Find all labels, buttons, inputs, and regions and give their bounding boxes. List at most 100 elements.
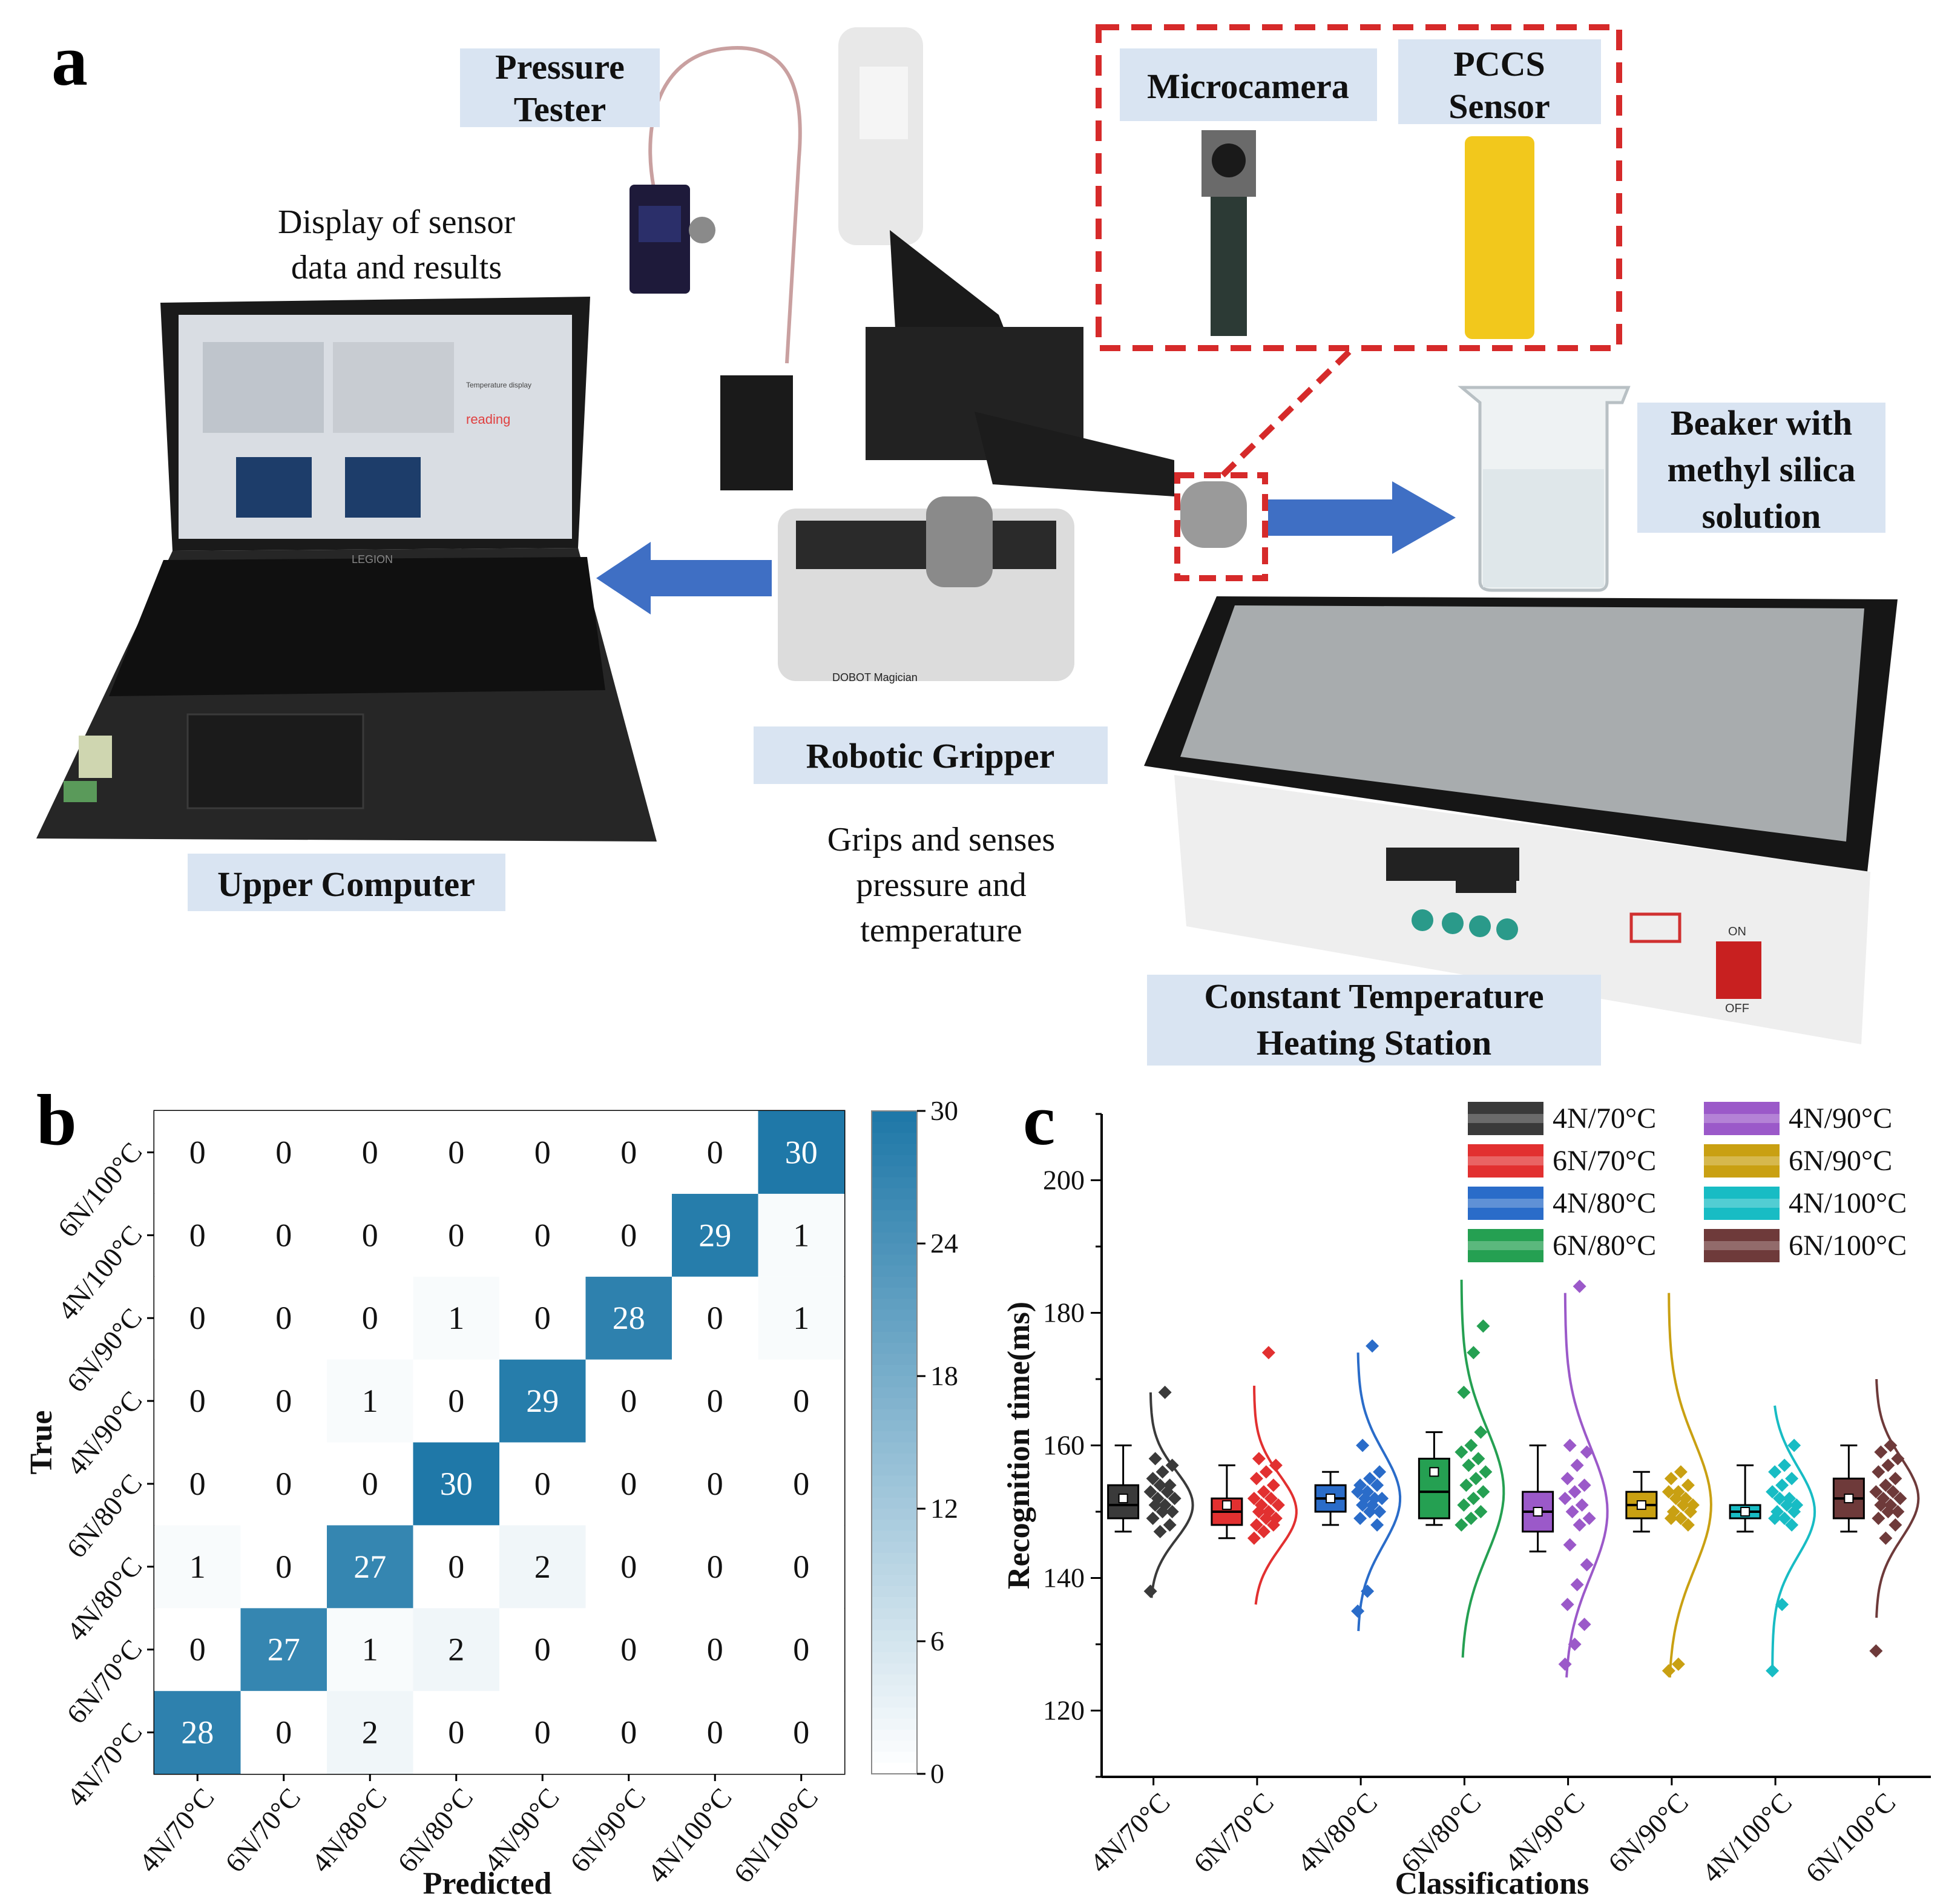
colorbar-tick-label: 12 [930, 1493, 958, 1524]
colorbar-step [872, 1575, 917, 1587]
data-point [1778, 1511, 1792, 1525]
matrix-cell [499, 1525, 586, 1609]
legend-swatch-highlight [1468, 1114, 1543, 1123]
matrix-cell-value: 0 [189, 1134, 206, 1170]
series-group [1522, 1279, 1609, 1678]
data-point [1155, 1465, 1169, 1479]
colorbar-step [872, 1685, 917, 1698]
matrix-cell-value: 27 [268, 1632, 300, 1668]
data-point [1787, 1438, 1801, 1452]
data-point [1573, 1518, 1586, 1532]
data-point [1373, 1505, 1387, 1518]
mean-marker [1118, 1494, 1128, 1504]
matrix-cell-value: 0 [707, 1632, 723, 1668]
data-point [1353, 1511, 1367, 1525]
screen-title-text: Temperature display [466, 381, 531, 389]
colorbar-step [872, 1199, 917, 1211]
matrix-cell [327, 1442, 413, 1526]
matrix-cell-value: 0 [620, 1466, 637, 1502]
colorbar-step [872, 1387, 917, 1399]
colorbar-step [872, 1486, 917, 1498]
switch-off-label: OFF [1725, 1002, 1749, 1015]
data-point [1678, 1492, 1692, 1506]
data-point [1674, 1511, 1688, 1525]
matrix-cell-value: 2 [534, 1549, 551, 1585]
data-point [1158, 1385, 1172, 1399]
colorbar-step [872, 1619, 917, 1631]
data-point [1370, 1518, 1384, 1532]
data-point [1884, 1438, 1898, 1452]
matrix-cell [672, 1525, 758, 1609]
colorbar-step [872, 1509, 917, 1521]
mean-marker [1636, 1500, 1646, 1510]
microcamera-label: Microcamera [1147, 67, 1349, 106]
distribution-curve [1771, 1405, 1816, 1671]
data-point [1888, 1518, 1902, 1532]
legend-swatch-highlight [1468, 1156, 1543, 1165]
x-tick-label: 4N/90°C [1499, 1787, 1591, 1879]
colorbar-step [872, 1464, 917, 1477]
matrix-cell [327, 1193, 413, 1277]
colorbar-step [872, 1718, 917, 1730]
data-point [1247, 1531, 1261, 1545]
data-point [1664, 1472, 1678, 1486]
colorbar-step [872, 1674, 917, 1686]
robot-brand: DOBOT Magician [832, 671, 918, 684]
matrix-cell [154, 1359, 241, 1443]
box-plot-x-axis-title: Classifications [1395, 1866, 1589, 1901]
data-point [1891, 1505, 1905, 1518]
data-point [1479, 1465, 1493, 1479]
data-point [1785, 1472, 1799, 1486]
data-point [1876, 1492, 1890, 1506]
series-group [1832, 1379, 1920, 1658]
matrix-cell [672, 1359, 758, 1443]
matrix-cell [585, 1359, 672, 1443]
data-point [1271, 1498, 1285, 1512]
data-point [1254, 1498, 1268, 1512]
matrix-cell [240, 1193, 327, 1277]
data-point [1146, 1511, 1160, 1525]
colorbar-step [872, 1232, 917, 1244]
distribution-curve [1563, 1293, 1609, 1678]
data-point [1373, 1465, 1387, 1479]
display-note-line1: Display of sensor [278, 203, 515, 241]
data-point [1168, 1492, 1182, 1506]
matrix-cell [240, 1359, 327, 1443]
beaker-label-line1: Beaker with [1671, 403, 1852, 443]
x-tick-label: 4N/100°C [642, 1782, 738, 1889]
distribution-curve [1460, 1279, 1505, 1658]
series-group [1418, 1279, 1505, 1658]
confusion-matrix-y-tick-labels: 4N/70°C6N/70°C4N/80°C6N/80°C4N/90°C6N/90… [51, 1136, 154, 1813]
colorbar-step [872, 1652, 917, 1664]
matrix-cell [585, 1193, 672, 1277]
data-point [1143, 1584, 1157, 1598]
matrix-cell [499, 1276, 586, 1360]
matrix-cell [585, 1442, 672, 1526]
mean-marker [1740, 1507, 1750, 1517]
colorbar-step [872, 1475, 917, 1487]
matrix-cell [672, 1442, 758, 1526]
colorbar-step [872, 1332, 917, 1344]
data-point [1368, 1492, 1382, 1506]
data-point [1455, 1518, 1468, 1532]
matrix-cell [672, 1276, 758, 1360]
matrix-cell [758, 1525, 844, 1609]
matrix-cell-value: 0 [189, 1217, 206, 1253]
colorbar-step [872, 1497, 917, 1509]
colorbar-step [872, 1431, 917, 1443]
matrix-cell [154, 1525, 241, 1609]
colorbar-step [872, 1541, 917, 1553]
matrix-cell [672, 1193, 758, 1277]
matrix-cell-value: 30 [785, 1134, 818, 1170]
matrix-cell [585, 1276, 672, 1360]
legend-swatch [1468, 1102, 1543, 1135]
legend-swatch [1704, 1144, 1780, 1178]
data-point [1151, 1492, 1165, 1506]
matrix-cell [499, 1608, 586, 1692]
matrix-cell [758, 1691, 844, 1774]
matrix-cell-value: 0 [362, 1217, 378, 1253]
data-point [1573, 1279, 1586, 1293]
data-point [1888, 1472, 1902, 1486]
matrix-cell-value: 28 [613, 1300, 645, 1336]
matrix-cell-value: 0 [707, 1300, 723, 1336]
